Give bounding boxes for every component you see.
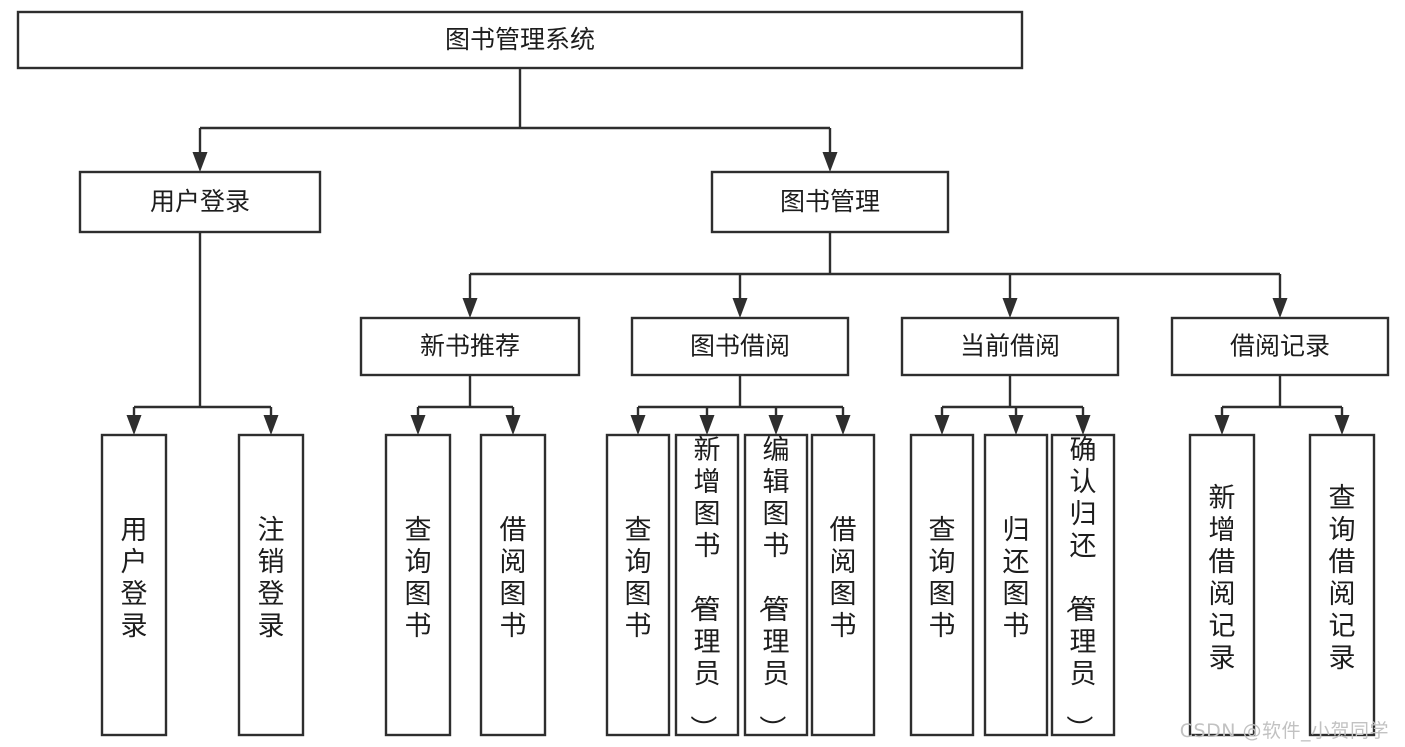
node-l-query-record[interactable]: 查询借阅记录 (1308, 433, 1376, 737)
connector-group (934, 375, 1091, 435)
node-box (900, 316, 1120, 377)
node-box (1188, 433, 1256, 737)
connector-layer (126, 68, 1350, 435)
node-box (479, 433, 547, 737)
node-label: 借阅记录 (1230, 332, 1330, 361)
arrowhead-icon (768, 415, 784, 435)
node-l-borrow-book-2[interactable]: 借阅图书 (810, 433, 876, 737)
node-label: 查询图书 (929, 515, 956, 642)
node-box (16, 10, 1024, 70)
node-n-book-mgmt[interactable]: 图书管理 (710, 170, 950, 234)
node-n-borrow-record[interactable]: 借阅记录 (1170, 316, 1390, 377)
node-label: 当前借阅 (960, 332, 1060, 361)
arrowhead-icon (1002, 298, 1018, 318)
node-box (78, 170, 322, 234)
node-label: 注销登录 (258, 515, 285, 642)
connector-group (126, 232, 279, 435)
node-box (237, 433, 305, 737)
node-n-book-borrow[interactable]: 图书借阅 (630, 316, 850, 377)
connector-group (410, 375, 521, 435)
node-box (1170, 316, 1390, 377)
node-label: 确认归还（管理员） (1063, 435, 1097, 742)
arrowhead-icon (835, 415, 851, 435)
arrowhead-icon (732, 298, 748, 318)
arrowhead-icon (410, 415, 426, 435)
arrowhead-icon (630, 415, 646, 435)
node-l-query-book-2[interactable]: 查询图书 (605, 433, 671, 737)
node-label: 查询图书 (625, 515, 652, 642)
node-label: 查询借阅记录 (1329, 483, 1356, 674)
arrowhead-icon (699, 415, 715, 435)
node-label: 新书推荐 (420, 332, 520, 361)
node-box (674, 433, 740, 737)
node-l-add-record[interactable]: 新增借阅记录 (1188, 433, 1256, 737)
node-box (359, 316, 581, 377)
node-layer: 图书管理系统用户登录图书管理新书推荐图书借阅当前借阅借阅记录用户登录注销登录查询… (16, 10, 1390, 742)
arrowhead-icon (1334, 415, 1350, 435)
connector-group (1214, 375, 1350, 435)
node-label: 借阅图书 (500, 515, 527, 642)
csdn-watermark: CSDN @软件_小贺同学 (1179, 720, 1389, 742)
node-box (1308, 433, 1376, 737)
node-label: 编辑图书（管理员） (756, 435, 790, 742)
arrowhead-icon (822, 152, 838, 172)
arrowhead-icon (934, 415, 950, 435)
node-label: 图书借阅 (690, 332, 790, 361)
connector-group (192, 68, 838, 172)
node-label: 用户登录 (150, 187, 250, 216)
arrowhead-icon (1008, 415, 1024, 435)
node-box (810, 433, 876, 737)
node-l-return-book[interactable]: 归还图书 (983, 433, 1049, 737)
node-box (605, 433, 671, 737)
node-l-logout[interactable]: 注销登录 (237, 433, 305, 737)
node-box (1050, 433, 1116, 737)
arrowhead-icon (505, 415, 521, 435)
node-box (630, 316, 850, 377)
node-l-add-book[interactable]: 新增图书（管理员） (674, 433, 740, 742)
node-label: 用户登录 (121, 515, 148, 642)
node-label: 图书管理系统 (445, 25, 595, 54)
node-label: 归还图书 (1003, 515, 1030, 642)
arrowhead-icon (1075, 415, 1091, 435)
connector-group (630, 375, 851, 435)
node-label: 查询图书 (405, 515, 432, 642)
arrowhead-icon (1272, 298, 1288, 318)
node-label: 图书管理 (780, 187, 880, 216)
node-l-confirm-return[interactable]: 确认归还（管理员） (1050, 433, 1116, 742)
node-l-edit-book[interactable]: 编辑图书（管理员） (743, 433, 809, 742)
node-l-borrow-book-1[interactable]: 借阅图书 (479, 433, 547, 737)
node-box (909, 433, 975, 737)
node-box (384, 433, 452, 737)
node-n-new-book-rec[interactable]: 新书推荐 (359, 316, 581, 377)
node-box (983, 433, 1049, 737)
arrowhead-icon (1214, 415, 1230, 435)
node-label: 新增借阅记录 (1209, 483, 1236, 674)
node-box (100, 433, 168, 737)
node-n-current-borrow[interactable]: 当前借阅 (900, 316, 1120, 377)
arrowhead-icon (462, 298, 478, 318)
node-root[interactable]: 图书管理系统 (16, 10, 1024, 70)
node-l-user-login[interactable]: 用户登录 (100, 433, 168, 737)
node-box (710, 170, 950, 234)
arrowhead-icon (126, 415, 142, 435)
node-label: 新增图书（管理员） (687, 435, 721, 742)
node-label: 借阅图书 (830, 515, 857, 642)
node-l-query-book-3[interactable]: 查询图书 (909, 433, 975, 737)
node-l-query-book-1[interactable]: 查询图书 (384, 433, 452, 737)
arrowhead-icon (192, 152, 208, 172)
node-box (743, 433, 809, 737)
connector-group (462, 232, 1288, 318)
node-n-user-login[interactable]: 用户登录 (78, 170, 322, 234)
arrowhead-icon (263, 415, 279, 435)
